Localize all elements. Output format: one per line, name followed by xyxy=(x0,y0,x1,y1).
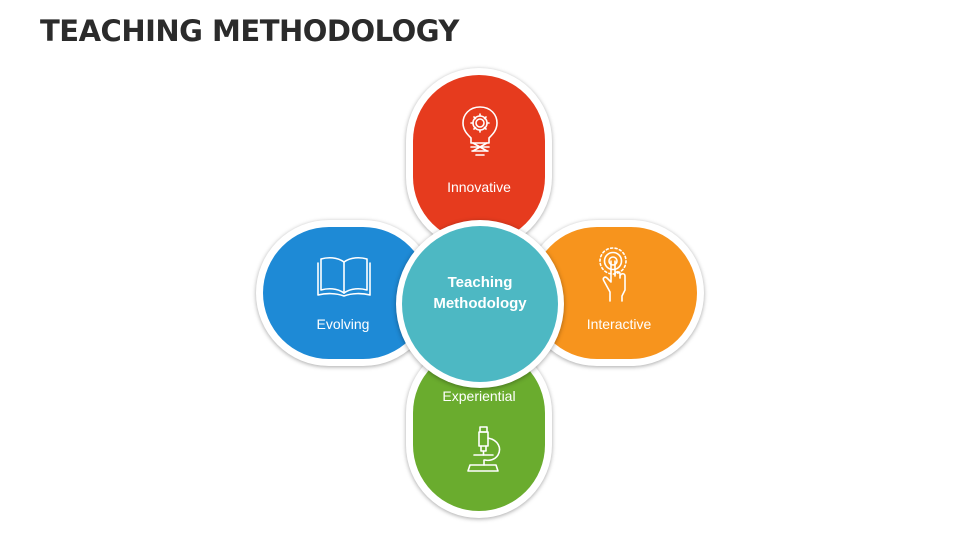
petal-right-label: Interactive xyxy=(586,316,652,332)
lightbulb-gear-icon xyxy=(462,106,498,156)
petal-left-label: Evolving xyxy=(316,316,370,332)
microscope-icon xyxy=(467,426,501,472)
center-label-line2: Methodology xyxy=(433,295,527,312)
touch-hand-icon xyxy=(599,247,627,302)
center-label-line1: Teaching xyxy=(447,274,513,291)
center-label: Teaching Methodology xyxy=(410,272,550,314)
center-circle xyxy=(402,226,558,382)
page-title: TEACHING METHODOLOGY xyxy=(40,14,459,48)
petal-top xyxy=(413,75,545,243)
open-book-icon xyxy=(317,256,371,297)
petal-top-label: Innovative xyxy=(447,179,511,195)
petal-bottom-label: Experiential xyxy=(442,388,516,404)
